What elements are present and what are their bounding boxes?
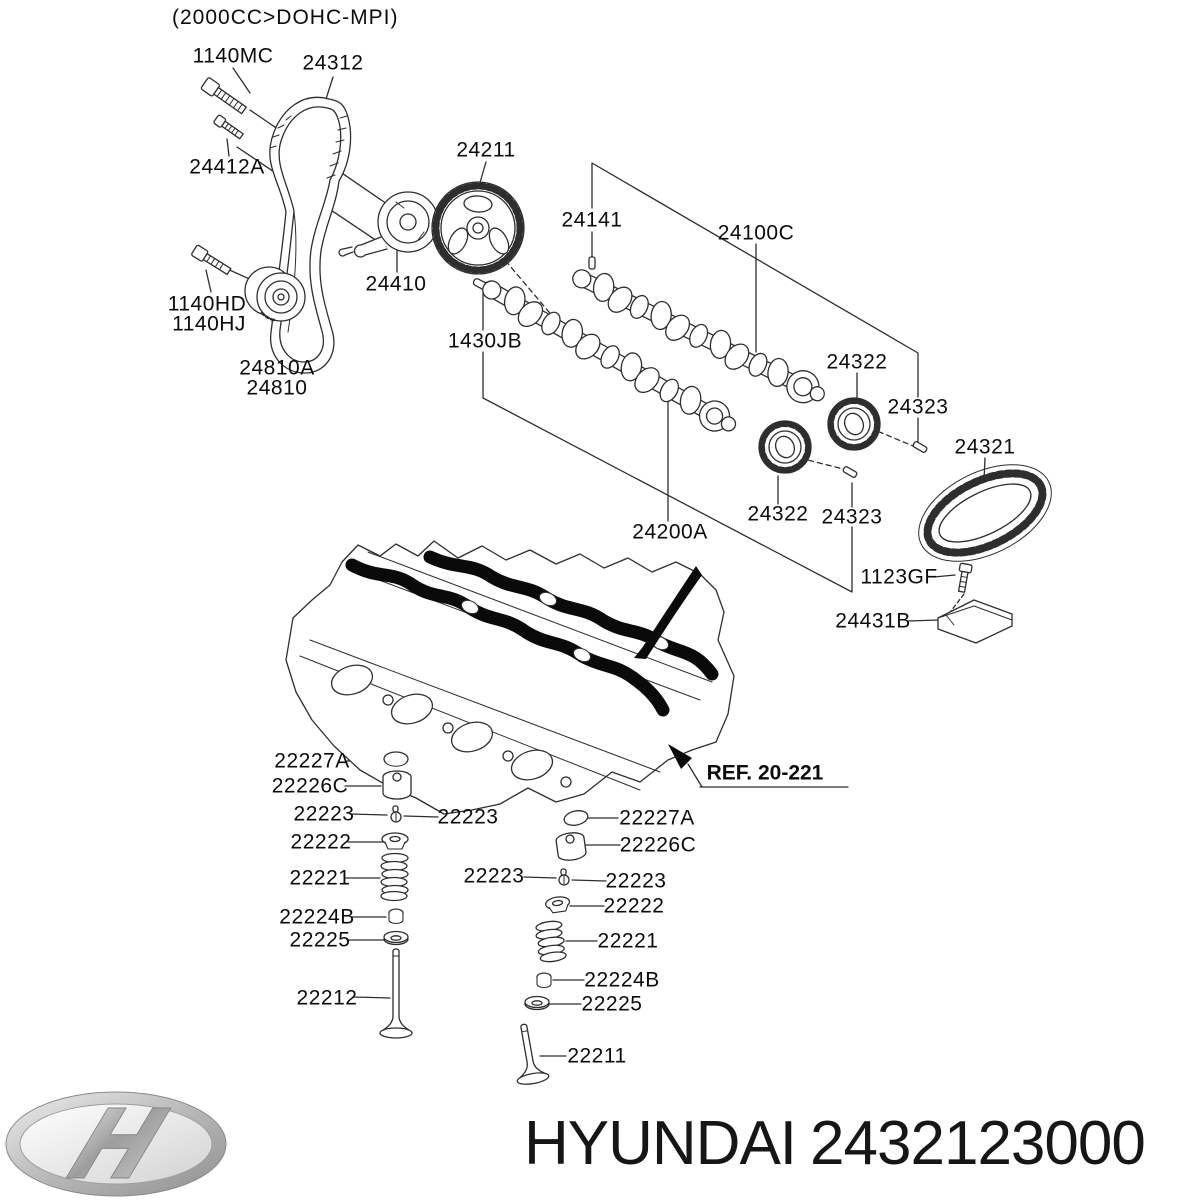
- catalog-part-number: 2432123000: [810, 1109, 1146, 1178]
- part-label-22212: 22212: [296, 986, 358, 1010]
- valve-spring-left: [380, 852, 409, 902]
- bolt-1140mc-drawing: [200, 77, 247, 115]
- part-label-22226c-right: 22226C: [619, 833, 697, 857]
- part-label-22223-left-a: 22223: [293, 802, 355, 826]
- guide-plate-drawing: [937, 599, 1013, 644]
- valve-intake-drawing: [379, 948, 413, 1039]
- part-label-22224b-left: 22224B: [279, 905, 355, 929]
- part-label-24322-upper: 24322: [826, 350, 888, 374]
- pin-24141-drawing: [588, 256, 596, 270]
- part-label-24322-lower: 24322: [747, 502, 809, 526]
- exhaust-camshaft-drawing: [482, 280, 737, 432]
- valve-train-right-drawing: [516, 810, 589, 1085]
- part-label-22221-right: 22221: [597, 929, 659, 953]
- hyundai-logo: H: [5, 1088, 227, 1200]
- valve-exhaust-drawing: [516, 1023, 550, 1085]
- camshaft-position-arrow: [634, 566, 702, 659]
- part-label-22211: 22211: [567, 1044, 627, 1068]
- part-label-24321: 24321: [954, 435, 1016, 459]
- brand-name: HYUNDAI: [524, 1109, 797, 1178]
- part-label-22223-right-b: 22223: [605, 869, 667, 893]
- part-label-22227a-left: 22227A: [274, 749, 350, 773]
- part-label-24100c: 24100C: [717, 221, 795, 245]
- part-label-22225-right: 22225: [581, 992, 643, 1016]
- part-label-24211: 24211: [456, 138, 516, 162]
- cam-sprocket-drawing: [431, 181, 525, 275]
- part-label-24431b: 24431B: [835, 609, 911, 633]
- part-label-24810: 24810: [246, 376, 308, 400]
- part-label-24141: 24141: [561, 208, 623, 232]
- bolt-1140hd-drawing: [191, 244, 232, 276]
- valve-train-left-drawing: [379, 751, 413, 1039]
- cylinder-head-drawing: [285, 540, 735, 815]
- part-label-24200a: 24200A: [632, 520, 708, 544]
- screw-24412a-drawing: [213, 114, 244, 140]
- part-label-24312: 24312: [302, 51, 364, 75]
- part-label-22224b-right: 22224B: [584, 968, 660, 992]
- part-label-24410: 24410: [365, 272, 427, 296]
- ref-callout-label: REF. 20-221: [706, 761, 824, 785]
- key-lower-drawing: [842, 465, 858, 479]
- part-label-1140hd: 1140HD: [167, 292, 247, 316]
- part-label-22226c-left: 22226C: [271, 774, 349, 798]
- part-label-24323-lower: 24323: [821, 505, 883, 529]
- intake-camshaft-drawing: [572, 269, 825, 404]
- timing-belt-drawing: [269, 96, 352, 374]
- bolt-1123gf-drawing: [957, 562, 973, 593]
- part-label-1140hj: 1140HJ: [172, 312, 246, 336]
- idler-pulley-drawing: [244, 266, 306, 322]
- part-label-1430jb: 1430JB: [447, 329, 523, 353]
- ref-callout-arrow: [668, 744, 849, 788]
- part-label-22222-right: 22222: [603, 894, 665, 918]
- part-label-22223-right-a: 22223: [463, 864, 525, 888]
- part-label-22222-left: 22222: [290, 830, 352, 854]
- cam-chain-sprocket-lower-drawing: [758, 420, 812, 474]
- part-label-1140mc: 1140MC: [192, 44, 274, 68]
- diagram-title: (2000CC>DOHC-MPI): [172, 6, 399, 29]
- tensioner-drawing: [338, 191, 439, 258]
- valve-spring-right: [535, 920, 567, 963]
- cam-chain-sprocket-upper-drawing: [827, 397, 881, 451]
- part-label-22225-left: 22225: [289, 928, 351, 952]
- key-upper-drawing: [912, 440, 928, 454]
- timing-chain-drawing: [918, 464, 1052, 562]
- part-label-24810a: 24810A: [239, 356, 315, 380]
- part-label-22221-left: 22221: [289, 866, 351, 890]
- part-label-22227a-right: 22227A: [619, 806, 695, 830]
- part-label-1123gf: 1123GF: [860, 565, 938, 589]
- part-label-24412a: 24412A: [189, 155, 265, 179]
- part-label-22223-left-b: 22223: [437, 805, 499, 829]
- part-label-24323-upper: 24323: [887, 395, 949, 419]
